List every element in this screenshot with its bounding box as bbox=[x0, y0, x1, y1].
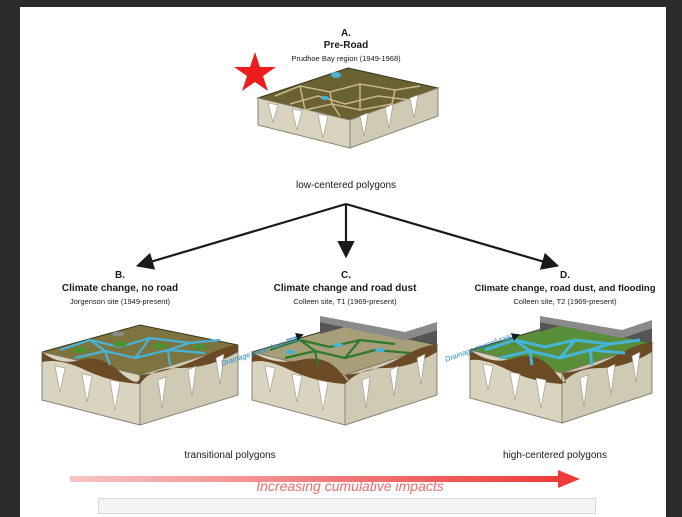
panel-c-letter: C. bbox=[341, 270, 351, 281]
panel-b-subtitle: Jorgenson site (1949-present) bbox=[69, 297, 171, 306]
panel-c-subtitle: Colleen site, T1 (1969-present) bbox=[293, 297, 397, 306]
panel-a-subtitle: Prudhoe Bay region (1949-1968) bbox=[291, 54, 401, 63]
bottom-box bbox=[98, 498, 596, 514]
panel-a-letter: A. bbox=[341, 28, 351, 39]
panel-a-title: Pre-Road bbox=[323, 40, 369, 51]
caption-high-centered: high-centered polygons bbox=[503, 450, 607, 461]
impact-arrow bbox=[70, 470, 580, 488]
block-b bbox=[41, 324, 239, 426]
star-icon bbox=[234, 52, 276, 91]
panel-b-title: Climate change, no road bbox=[61, 283, 179, 294]
panel-b-letter: B. bbox=[115, 270, 125, 281]
panel-a-caption: low-centered polygons bbox=[295, 180, 397, 191]
block-a bbox=[256, 67, 440, 149]
impacts-label: Increasing cumulative impacts bbox=[256, 478, 444, 494]
panel-d-letter: D. bbox=[560, 270, 570, 281]
block-c: Drainage away from road bbox=[220, 316, 439, 426]
panel-d-subtitle: Colleen site, T2 (1969-present) bbox=[513, 297, 617, 306]
branch-arrows bbox=[135, 202, 560, 270]
caption-transitional: transitional polygons bbox=[184, 450, 276, 461]
block-d: Drainage toward road bbox=[444, 316, 654, 424]
panel-d-title: Climate change, road dust, and flooding bbox=[474, 283, 656, 294]
panel-c-title: Climate change and road dust bbox=[273, 283, 417, 294]
